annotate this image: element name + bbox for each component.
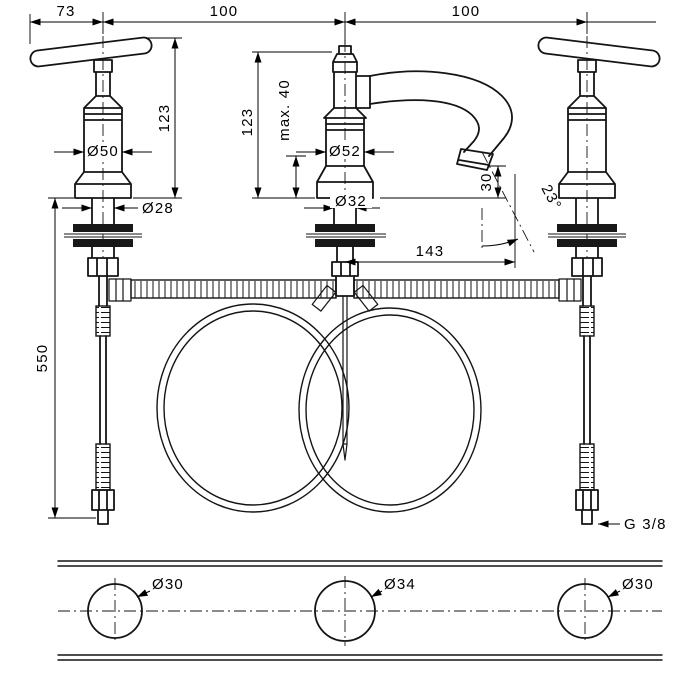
dim-label-23deg: 23° (537, 182, 564, 213)
hole-label-right: Ø30 (622, 576, 654, 593)
thread-callout: G 3/8 (598, 516, 667, 533)
hole-label-center: Ø34 (384, 576, 416, 593)
handle-height-dimension: 123 (133, 37, 182, 199)
extension-lines (252, 51, 332, 199)
pipe-ribbed-section-upper (95, 305, 111, 337)
fitting-facets (115, 278, 124, 302)
spout-reach-dimension: 143 (345, 174, 516, 268)
dim-label-100-left: 100 (210, 3, 239, 20)
seal-washer-top (73, 224, 133, 232)
lever-handle (29, 36, 153, 68)
dim-label-30: 30 (478, 172, 495, 191)
fitting-hex (108, 278, 132, 302)
label-backing (85, 143, 121, 159)
handle-shank-diameter: Ø28 (62, 200, 174, 217)
max-mounting-dimension: max. 40 (276, 79, 306, 198)
top-dimension-chain: 73 100 100 (29, 3, 656, 44)
spout-escutcheon-diameter: Ø52 (296, 143, 394, 160)
countertop-section: Ø30 Ø34 Ø30 (57, 560, 663, 661)
deck-edge-lines (306, 233, 386, 238)
handle-escutcheon-diameter: Ø50 (54, 143, 152, 160)
seal-washer-top (315, 224, 375, 232)
spout-arm (369, 70, 513, 157)
hole-centerlines (58, 576, 662, 646)
pipe-ribbed-section-lower (95, 443, 111, 491)
shank-and-supply-pipe (87, 246, 119, 525)
hose-connection-fitting (108, 278, 132, 302)
supply-hoses (130, 279, 560, 513)
hose-stub-left (311, 284, 337, 312)
spout-shank-diameter: Ø32 (304, 193, 380, 212)
countertop-surfaces (57, 560, 663, 661)
dim-label-dia52: Ø52 (329, 143, 361, 160)
tap-hole-right (557, 583, 613, 639)
handle-assembly-left (29, 36, 153, 525)
dim-label-dia50: Ø50 (87, 143, 119, 160)
tap-hole-left (87, 583, 143, 639)
seal-washer-bottom (315, 239, 375, 247)
spout-column (316, 45, 374, 225)
dim-label-dia28: Ø28 (142, 200, 174, 217)
dim-label-143: 143 (416, 243, 445, 260)
dim-label-123-handle: 123 (156, 104, 173, 133)
handle-body (74, 59, 132, 225)
dim-label-dia32: Ø32 (335, 193, 367, 210)
hole-right-leader (607, 589, 621, 598)
hose-horizontal-right (353, 279, 560, 299)
label-backing (330, 193, 372, 208)
dim-label-73: 73 (56, 3, 75, 20)
hose-loop-left-inner (163, 310, 343, 506)
spout-assembly-center (306, 40, 513, 461)
hose-loop-right-inner (305, 314, 475, 506)
dim-label-123-spout: 123 (239, 108, 256, 137)
hose-length-dimension: 550 (34, 197, 96, 519)
deck-edge-lines (64, 233, 142, 238)
seal-washer-bottom (73, 239, 133, 247)
angle-arc (481, 238, 519, 247)
label-backing (327, 143, 363, 159)
hose-stub-right (353, 284, 379, 312)
aerator (456, 148, 494, 171)
hose-loop-right-outer (298, 307, 482, 513)
thread-label: G 3/8 (624, 516, 667, 533)
dim-label-100-right: 100 (452, 3, 481, 20)
spout-height-dimension: 123 (239, 51, 332, 199)
pop-up-rod (342, 295, 348, 461)
tap-hole-center (314, 580, 376, 642)
angle-reference-lines (481, 151, 535, 253)
tailpiece-and-tee (331, 246, 359, 297)
hole-left-leader (136, 589, 151, 598)
dim-label-550: 550 (34, 344, 51, 373)
dim-label-max40: max. 40 (276, 79, 293, 141)
hole-label-left: Ø30 (152, 576, 184, 593)
hose-horizontal-left (130, 279, 337, 299)
hole-center-leader (370, 588, 383, 598)
hose-loop-left-outer (156, 303, 350, 513)
